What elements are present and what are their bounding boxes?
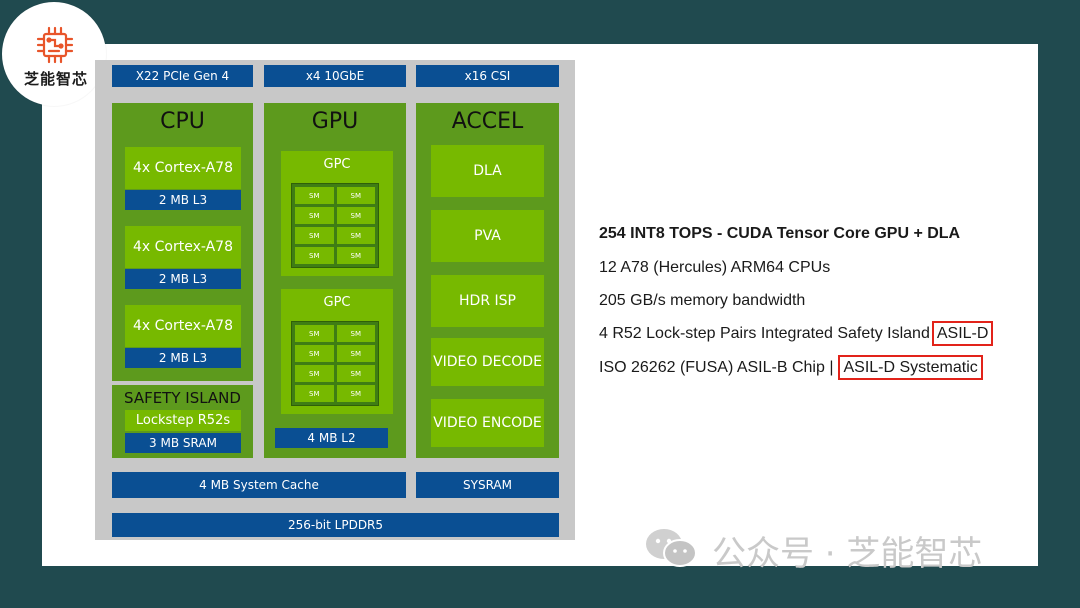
asil-d-badge: ASIL-D <box>931 321 994 346</box>
ethernet-block: x4 10GbE <box>264 65 406 87</box>
sm-unit: SM <box>295 227 334 244</box>
sm-grid: SM SM SM SM SM SM SM SM <box>291 321 379 406</box>
sm-unit: SM <box>295 187 334 204</box>
system-cache-block: 4 MB System Cache <box>112 472 406 498</box>
sm-unit: SM <box>295 325 334 342</box>
video-encode-block: VIDEO ENCODE <box>431 399 544 447</box>
cpu-cluster-core: 4x Cortex-A78 <box>125 305 241 347</box>
cpu-title: CPU <box>160 109 205 134</box>
sm-unit: SM <box>336 325 375 342</box>
sm-unit: SM <box>336 207 375 224</box>
spec-safety-text: 4 R52 Lock-step Pairs Integrated Safety … <box>599 325 930 342</box>
cpu-cluster-cache: 2 MB L3 <box>125 190 241 210</box>
sm-unit: SM <box>295 207 334 224</box>
sm-unit: SM <box>336 345 375 362</box>
watermark-text: 公众号 · 芝能智芯 <box>712 534 983 574</box>
sm-unit: SM <box>336 365 375 382</box>
gpc-label: GPC <box>323 295 351 310</box>
sm-unit: SM <box>295 247 334 264</box>
sm-grid: SM SM SM SM SM SM SM SM <box>291 183 379 268</box>
gpc-block: GPC SM SM SM SM SM SM SM SM <box>281 289 393 414</box>
dla-block: DLA <box>431 145 544 197</box>
sm-unit: SM <box>295 365 334 382</box>
gpc-block: GPC SM SM SM SM SM SM SM SM <box>281 151 393 276</box>
safety-island-panel: SAFETY ISLAND Lockstep R52s 3 MB SRAM <box>112 385 253 458</box>
spec-headline: 254 INT8 TOPS - CUDA Tensor Core GPU + D… <box>599 225 961 242</box>
lockstep-block: Lockstep R52s <box>125 410 241 431</box>
spec-cpus: 12 A78 (Hercules) ARM64 CPUs <box>599 259 831 276</box>
sm-unit: SM <box>295 345 334 362</box>
soc-block-diagram: X22 PCIe Gen 4 x4 10GbE x16 CSI CPU 4x C… <box>95 60 575 540</box>
video-decode-block: VIDEO DECODE <box>431 338 544 386</box>
spec-fusa-text: ISO 26262 (FUSA) ASIL-B Chip | <box>599 359 834 376</box>
logo: 芝能智芯 <box>2 2 106 106</box>
cpu-cluster-cache: 2 MB L3 <box>125 269 241 289</box>
cpu-cluster-core: 4x Cortex-A78 <box>125 226 241 268</box>
sm-unit: SM <box>336 247 375 264</box>
spec-safety: 4 R52 Lock-step Pairs Integrated Safety … <box>599 321 994 346</box>
chip-icon <box>36 26 74 64</box>
cpu-cluster-cache: 2 MB L3 <box>125 348 241 368</box>
spec-bandwidth: 205 GB/s memory bandwidth <box>599 292 806 309</box>
accel-title: ACCEL <box>451 109 524 134</box>
watermark: 公众号 · 芝能智芯 <box>640 524 982 576</box>
sm-unit: SM <box>336 385 375 402</box>
l2-cache-block: 4 MB L2 <box>275 428 388 448</box>
sm-unit: SM <box>336 227 375 244</box>
cpu-panel: CPU 4x Cortex-A78 2 MB L3 4x Cortex-A78 … <box>112 103 253 381</box>
safety-island-title: SAFETY ISLAND <box>124 389 241 407</box>
gpc-label: GPC <box>323 157 351 172</box>
sm-unit: SM <box>336 187 375 204</box>
pva-block: PVA <box>431 210 544 262</box>
cpu-cluster-core: 4x Cortex-A78 <box>125 147 241 189</box>
hdr-isp-block: HDR ISP <box>431 275 544 327</box>
asil-d-systematic-badge: ASIL-D Systematic <box>838 355 983 380</box>
csi-block: x16 CSI <box>416 65 559 87</box>
sram-block: 3 MB SRAM <box>125 433 241 453</box>
sysram-block: SYSRAM <box>416 472 559 498</box>
wechat-icon <box>646 529 697 567</box>
logo-text: 芝能智芯 <box>23 70 88 88</box>
lpddr-block: 256-bit LPDDR5 <box>112 513 559 537</box>
gpu-title: GPU <box>311 109 359 134</box>
pcie-block: X22 PCIe Gen 4 <box>112 65 253 87</box>
gpu-panel: GPU GPC SM SM SM SM SM SM SM SM GPC SM S… <box>264 103 406 458</box>
accel-panel: ACCEL DLA PVA HDR ISP VIDEO DECODE VIDEO… <box>416 103 559 458</box>
sm-unit: SM <box>295 385 334 402</box>
spec-fusa: ISO 26262 (FUSA) ASIL-B Chip |ASIL-D Sys… <box>599 355 983 380</box>
